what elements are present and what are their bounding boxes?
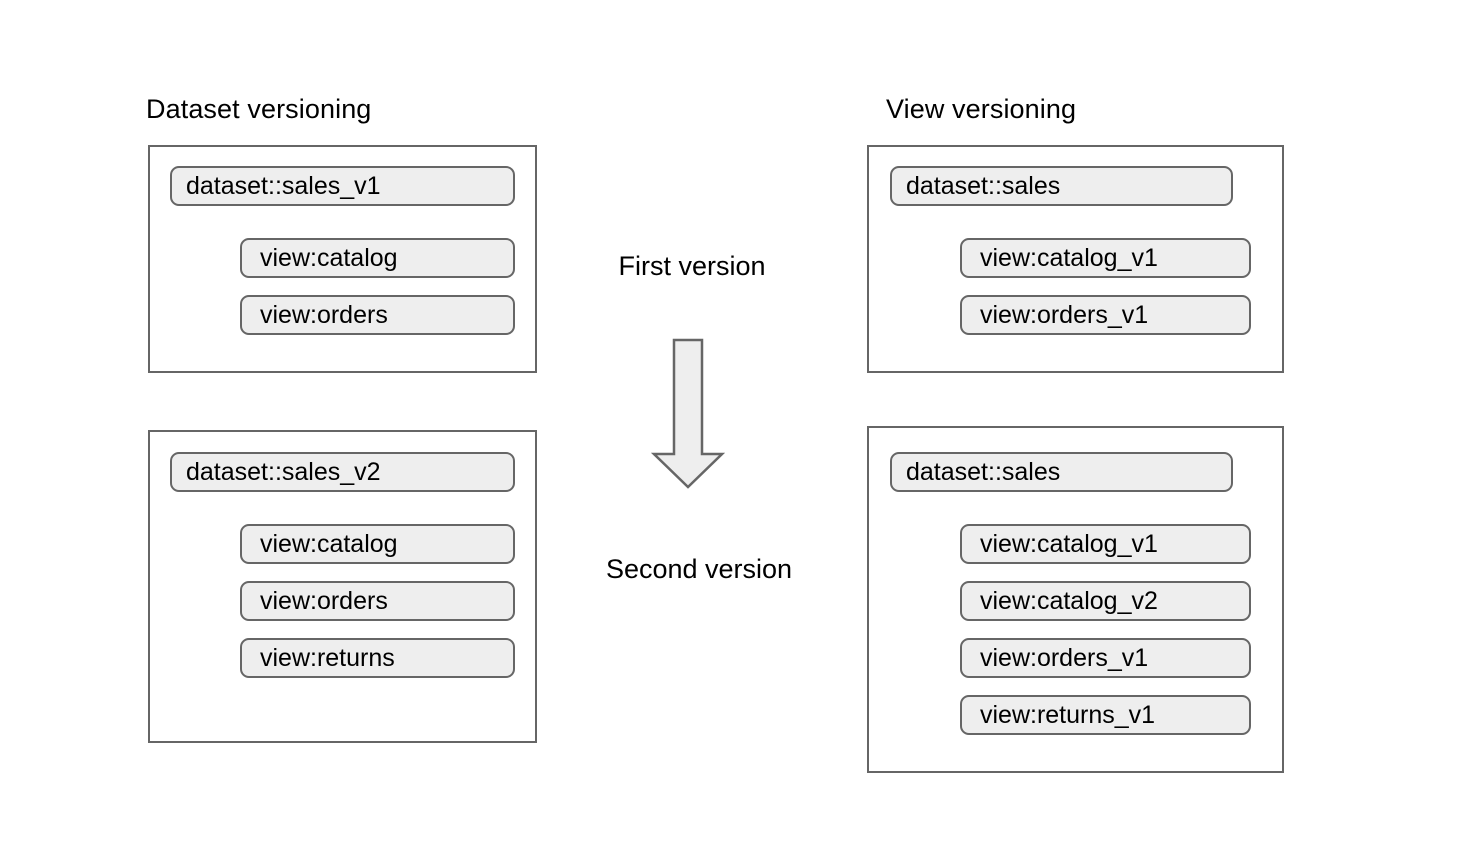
group-dataset-versioning-v2: dataset::sales_v2 view:catalog view:orde…	[148, 430, 537, 743]
dataset-node[interactable]: dataset::sales	[890, 166, 1233, 206]
view-node[interactable]: view:catalog	[240, 524, 515, 564]
left-column-title: Dataset versioning	[146, 94, 372, 124]
group-view-versioning-first: dataset::sales view:catalog_v1 view:orde…	[867, 145, 1284, 373]
view-node[interactable]: view:orders_v1	[960, 295, 1251, 335]
view-node[interactable]: view:catalog_v2	[960, 581, 1251, 621]
group-dataset-versioning-v1: dataset::sales_v1 view:catalog view:orde…	[148, 145, 537, 373]
first-version-label: First version	[618, 251, 766, 281]
view-node[interactable]: view:orders	[240, 581, 515, 621]
view-node[interactable]: view:returns	[240, 638, 515, 678]
group-view-versioning-second: dataset::sales view:catalog_v1 view:cata…	[867, 426, 1284, 773]
dataset-node[interactable]: dataset::sales_v1	[170, 166, 515, 206]
view-node[interactable]: view:returns_v1	[960, 695, 1251, 735]
view-node[interactable]: view:catalog_v1	[960, 238, 1251, 278]
view-node[interactable]: view:orders_v1	[960, 638, 1251, 678]
second-version-label: Second version	[605, 554, 793, 584]
view-node[interactable]: view:catalog	[240, 238, 515, 278]
dataset-node[interactable]: dataset::sales	[890, 452, 1233, 492]
right-column-title: View versioning	[886, 94, 1077, 124]
down-arrow-icon	[651, 338, 725, 490]
dataset-node[interactable]: dataset::sales_v2	[170, 452, 515, 492]
view-node[interactable]: view:catalog_v1	[960, 524, 1251, 564]
view-node[interactable]: view:orders	[240, 295, 515, 335]
